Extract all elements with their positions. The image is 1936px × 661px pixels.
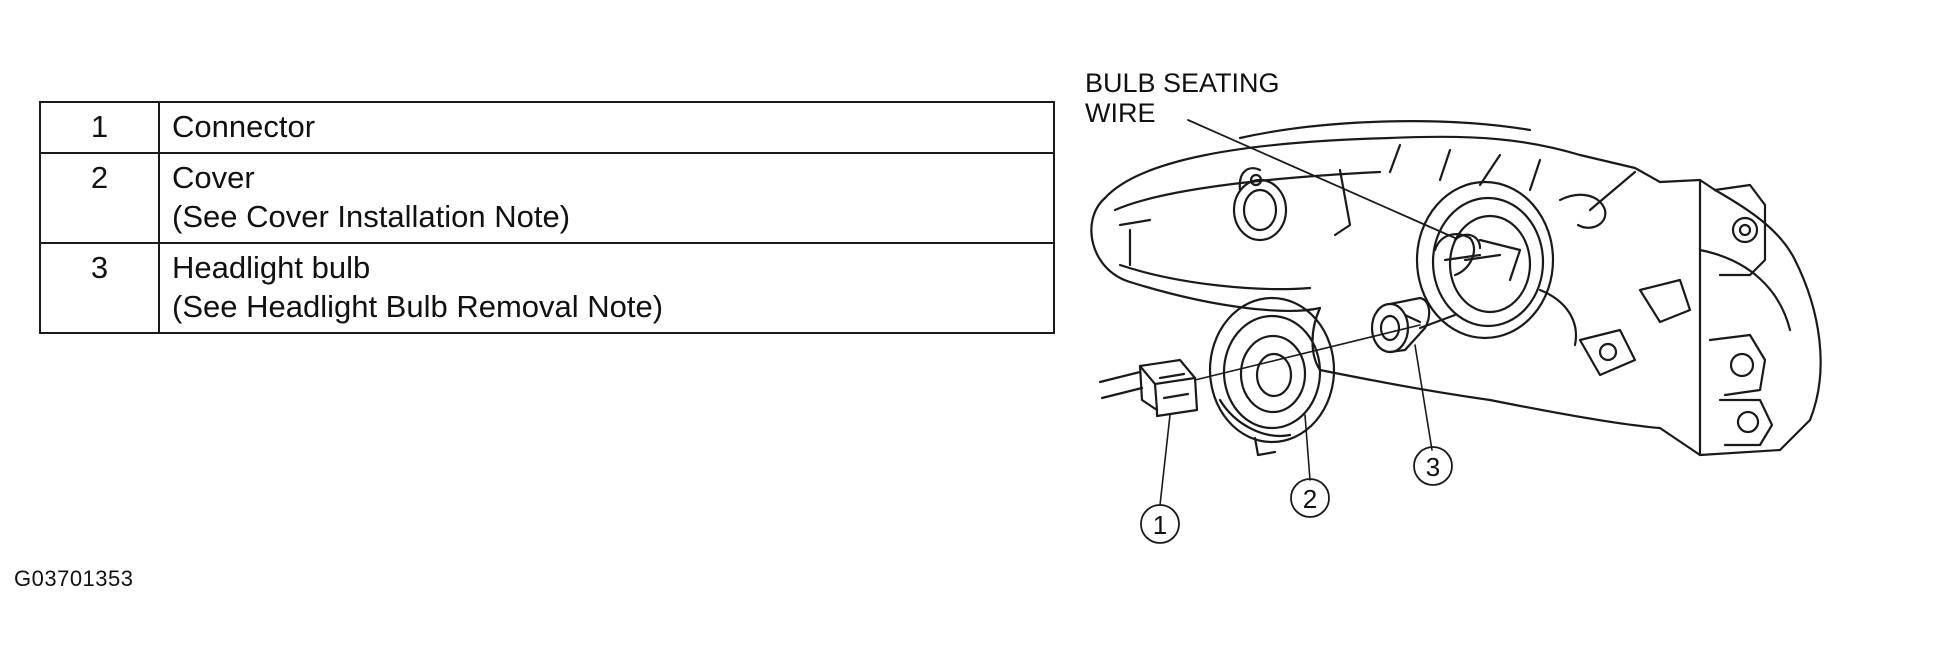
callout-number: 1 [1153, 510, 1167, 540]
table-row: 2 Cover (See Cover Installation Note) [39, 152, 1055, 244]
callout-number: 2 [1303, 484, 1317, 514]
bulb-seating-wire [1433, 233, 1482, 277]
callout-leader-3 [1414, 344, 1433, 451]
part-number: 1 [39, 101, 160, 154]
label-leader-line [1187, 119, 1456, 239]
headlight-assembly-illustration: BULB SEATING WIRE [1085, 68, 1822, 544]
headlight-cover [1208, 296, 1336, 457]
part-description: Cover (See Cover Installation Note) [158, 152, 1055, 244]
callout-1: 1 [1140, 504, 1180, 544]
connector [1098, 358, 1199, 418]
part-note: (See Headlight Bulb Removal Note) [172, 289, 664, 324]
callout-number: 3 [1426, 452, 1440, 482]
callout-3: 3 [1413, 446, 1453, 486]
table-row: 3 Headlight bulb (See Headlight Bulb Rem… [39, 242, 1055, 334]
callout-leader-2 [1304, 414, 1311, 481]
part-name: Headlight bulb [172, 250, 371, 285]
headlight-socket [1415, 180, 1607, 347]
figure-code: G03701353 [14, 566, 134, 591]
callout-2: 2 [1290, 478, 1330, 518]
installation-axis [1194, 324, 1421, 381]
headlight-bulb [1370, 296, 1457, 354]
part-description: Headlight bulb (See Headlight Bulb Remov… [158, 242, 1055, 334]
bulb-seating-wire-label: BULB SEATING [1085, 68, 1280, 98]
table-row: 1 Connector [39, 101, 1055, 154]
callout-leader-1 [1159, 414, 1171, 506]
side-marker-socket [1232, 167, 1352, 242]
part-number: 3 [39, 242, 160, 334]
part-name: Connector [172, 109, 316, 144]
part-note: (See Cover Installation Note) [172, 199, 571, 234]
part-number: 2 [39, 152, 160, 244]
bulb-seating-wire-label-line2: WIRE [1085, 98, 1156, 128]
parts-legend-table: 1 Connector 2 Cover (See Cover Installat… [39, 101, 1055, 334]
part-description: Connector [158, 101, 1055, 154]
part-name: Cover [172, 160, 255, 195]
